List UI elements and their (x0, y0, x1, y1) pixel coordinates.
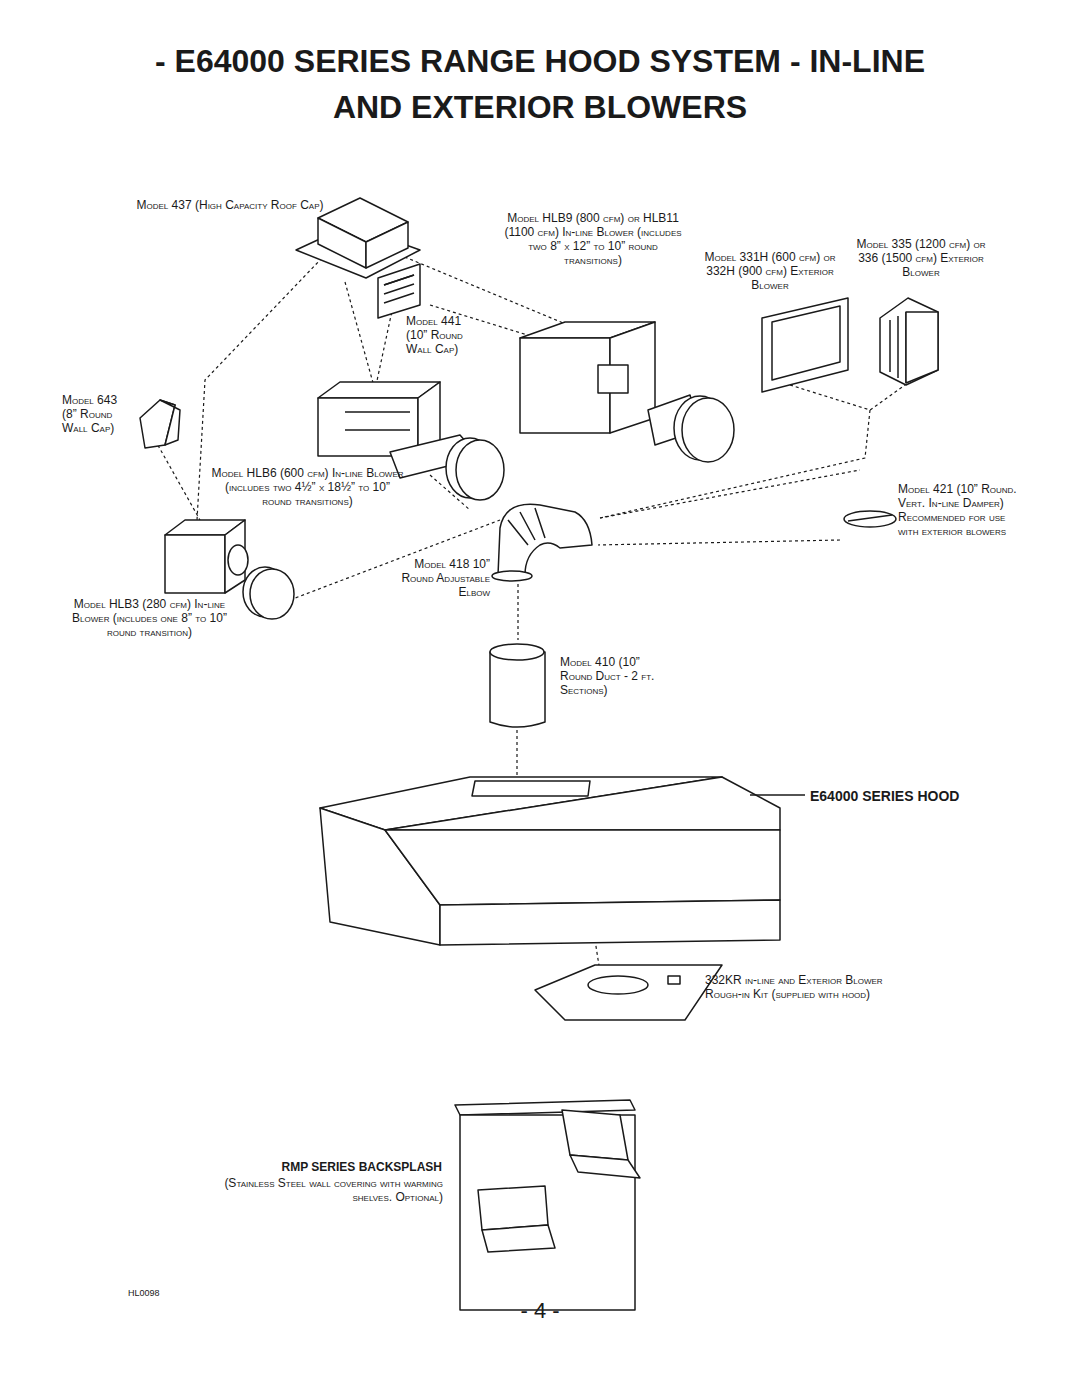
wall-cap-8 (140, 400, 180, 448)
part-label: E64000 SERIES HOOD (810, 788, 1010, 805)
adjustable-elbow (492, 504, 592, 581)
range-hood (320, 777, 805, 945)
backsplash (455, 1100, 640, 1310)
part-label: - 4 - (490, 1298, 590, 1324)
part-label: Model 335 (1200 cfm) or 336 (1500 cfm) E… (846, 237, 996, 279)
dashed-lines (155, 250, 905, 972)
part-label: (Stainless Steel wall covering with warm… (215, 1176, 443, 1204)
exterior-blower-331 (762, 298, 848, 392)
part-label: Model 331H (600 cfm) or 332H (900 cfm) E… (690, 250, 850, 292)
rough-in-kit (535, 965, 722, 1020)
part-label: Model 643 (8” Round Wall Cap) (62, 393, 134, 435)
round-duct (490, 644, 545, 727)
page-title: - E64000 SERIES RANGE HOOD SYSTEM - IN-L… (150, 38, 930, 130)
part-label: 332KR in-line and Exterior Blower Rough-… (705, 973, 920, 1001)
part-label: Model HLB3 (280 cfm) In-line Blower (inc… (62, 597, 237, 639)
part-label: HL0098 (128, 1288, 188, 1299)
part-label: Model 410 (10” Round Duct - 2 ft. Sectio… (560, 655, 675, 697)
hlb9-blower (520, 322, 734, 462)
part-label: RMP SERIES BACKSPLASH (200, 1160, 442, 1174)
wall-cap (378, 264, 420, 318)
exterior-blower-335 (880, 298, 938, 385)
part-label: Model 418 10” Round Adjustable Elbow (400, 557, 490, 599)
part-label: Model 441 (10” Round Wall Cap) (406, 314, 484, 356)
part-label: Model HLB6 (600 cfm) In-line Blower (inc… (210, 466, 405, 508)
damper (844, 511, 896, 527)
part-label: Model 437 (High Capacity Roof Cap) (130, 198, 330, 212)
part-label: Model 421 (10” Round. Vert. In-line Damp… (898, 482, 1023, 538)
part-label: Model HLB9 (800 cfm) or HLB11 (1100 cfm)… (498, 211, 688, 267)
